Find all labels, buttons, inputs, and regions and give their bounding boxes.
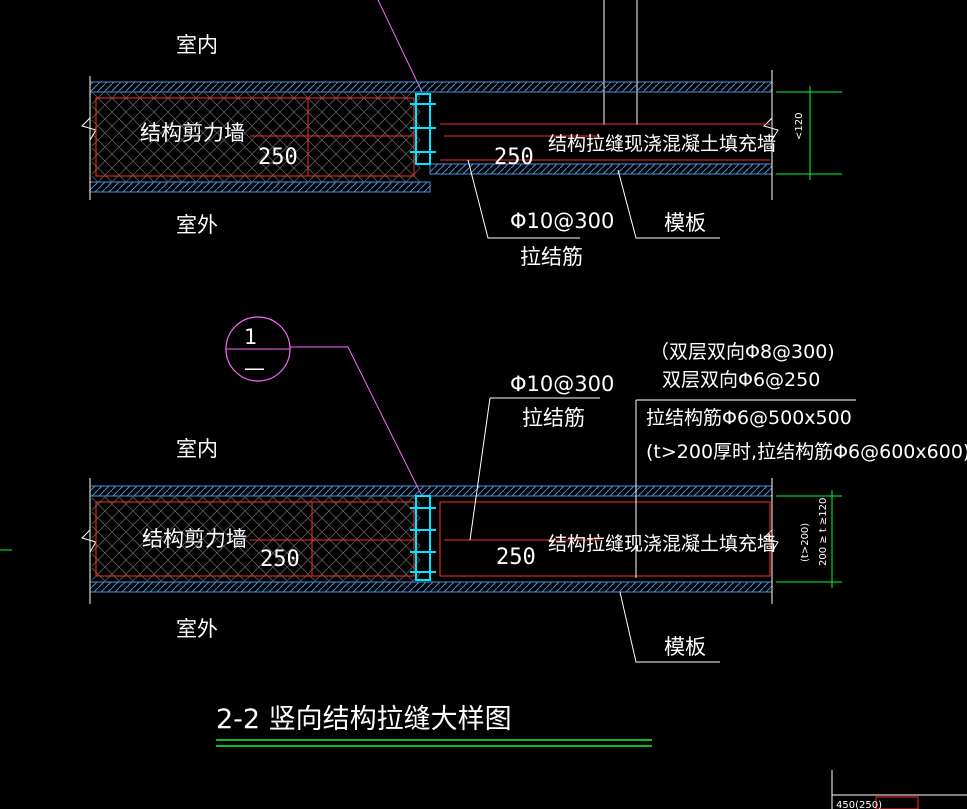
dim-right: 250 (494, 145, 534, 170)
label-indoor: 室内 (176, 437, 218, 461)
dim-thick-1: (t>200) (800, 523, 811, 562)
label-leader-tie (467, 159, 580, 239)
note-line-3: 拉结构筋Φ6@500x500 (646, 407, 852, 429)
shear-wall-rebar (95, 97, 415, 177)
callout-leader (290, 346, 423, 497)
cover-band-bottom (89, 581, 773, 593)
label-shear-wall: 结构剪力墙 (140, 121, 245, 145)
callout-top: 1 (244, 325, 257, 349)
label-infill-wall: 结构拉缝现浇混凝土填充墙 (548, 133, 776, 155)
shear-wall-hatch (92, 496, 420, 582)
label-infill-wall: 结构拉缝现浇混凝土填充墙 (548, 533, 776, 555)
label-outdoor: 室外 (176, 617, 218, 641)
callout-bottom: — (244, 356, 265, 380)
break-mark (81, 529, 97, 553)
leader-line (377, 0, 423, 93)
dim-left: 250 (260, 547, 300, 572)
note-line-4: (t>200厚时,拉结构筋Φ6@600x600) (646, 441, 967, 463)
note-line-1: （双层双向Φ8@300) (650, 341, 835, 363)
cover-band-bottom-right (429, 163, 773, 175)
break-mark (763, 117, 779, 141)
drawing-title: 2-2 竖向结构拉缝大样图 (216, 704, 512, 735)
drawing-title-block: 2-2 竖向结构拉缝大样图 (216, 704, 652, 747)
break-mark (81, 117, 97, 141)
corner-text: 450(250) (836, 800, 882, 809)
label-formwork: 模板 (664, 211, 706, 235)
break-mark (763, 529, 779, 553)
dim-left: 250 (258, 145, 298, 170)
label-leader-formwork (619, 591, 720, 663)
shear-wall-rebar (95, 501, 415, 577)
label-indoor: 室内 (176, 33, 218, 57)
label-leader-tie (469, 397, 491, 541)
detail-top: 室内 室外 结构剪力墙 结构拉缝现浇混凝土填充墙 250 250 <120 Φ1… (81, 0, 842, 269)
dim-right: 250 (496, 545, 536, 570)
cover-band-bottom-left (89, 181, 431, 193)
cover-band-top (89, 81, 773, 93)
tie-spec: Φ10@300 (510, 372, 614, 396)
label-shear-wall: 结构剪力墙 (142, 527, 247, 551)
cover-band-top (89, 485, 773, 497)
shear-wall-hatch (92, 92, 420, 182)
joint-tie-bar (415, 495, 431, 581)
label-outdoor: 室外 (176, 213, 218, 237)
note-line-2: 双层双向Φ6@250 (662, 369, 820, 391)
dim-thickness: <120 (794, 113, 805, 140)
label-leader-formwork (617, 169, 720, 239)
tie-name: 拉结筋 (520, 245, 583, 269)
tie-name: 拉结筋 (522, 406, 585, 430)
corner-fragment: 450(250) (831, 770, 967, 809)
detail-bottom: 1 — 室内 室外 结构剪力墙 结构拉 (0, 316, 967, 663)
dim-thick-2: 200 ≥ t ≥120 (818, 498, 829, 566)
tie-spec: Φ10@300 (510, 209, 614, 233)
infill-rebar (439, 501, 771, 577)
label-formwork: 模板 (664, 635, 706, 659)
